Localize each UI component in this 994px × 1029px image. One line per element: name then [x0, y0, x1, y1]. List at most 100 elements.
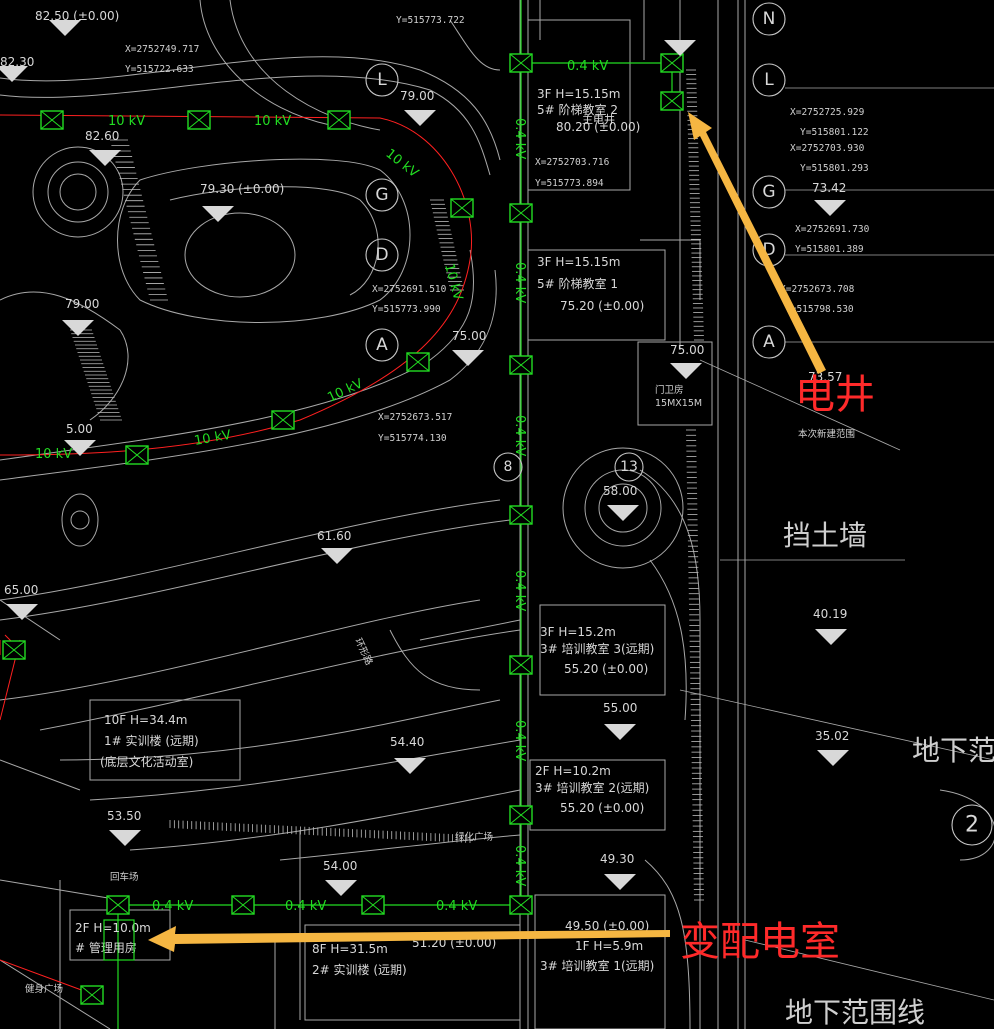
- elevation-marker-icon: [670, 363, 702, 379]
- svg-text:2F H=10.0m: 2F H=10.0m: [75, 921, 151, 935]
- cable-box: [361, 895, 385, 915]
- building-2: 8F H=31.5m 2# 实训楼 (远期) 51.20 (±0.00): [312, 936, 496, 977]
- grid-bubble-labels: N L G D A L G D A 13 8 2: [375, 9, 979, 838]
- coord-x: X=2752691.730: [795, 224, 870, 235]
- elevation-marker-icon: [394, 758, 426, 774]
- elevation-marker-icon: [62, 320, 94, 336]
- svg-text:55.20 (±0.00): 55.20 (±0.00): [560, 801, 644, 815]
- svg-text:2# 实训楼 (远期): 2# 实训楼 (远期): [312, 962, 407, 977]
- elevation-label: 79.00: [65, 297, 99, 311]
- cable-box: [80, 985, 104, 1005]
- cable-box: [509, 655, 533, 675]
- elevation-label: 40.19: [813, 607, 847, 621]
- lv-label: 0.4 kV: [512, 118, 527, 159]
- coord-y: Y=515801.389: [795, 244, 864, 255]
- building-3-3: 3F H=15.2m 3# 培训教室 3(远期) 55.20 (±0.00): [540, 625, 654, 676]
- building-labels: 3F H=15.15m 5# 阶梯教室 2 80.20 (±0.00) 3F H…: [75, 87, 654, 977]
- coord-y: Y=515773.894: [535, 178, 604, 189]
- building-admin: 2F H=10.0m # 管理用房: [75, 921, 151, 955]
- svg-text:2F H=10.2m: 2F H=10.2m: [535, 764, 611, 778]
- svg-text:8F H=31.5m: 8F H=31.5m: [312, 942, 388, 956]
- elevation-label: 55.00: [603, 701, 637, 715]
- elevation-marker-icon: [325, 880, 357, 896]
- elevation-marker-icon: [202, 206, 234, 222]
- main-shaft-label: 主电井: [582, 112, 615, 126]
- grid-bubbles: [365, 2, 993, 846]
- cable-box: [660, 91, 684, 111]
- building-1: 10F H=34.4m 1# 实训楼 (远期) (底层文化活动室): [100, 713, 199, 769]
- svg-text:3F H=15.15m: 3F H=15.15m: [537, 255, 620, 269]
- svg-text:5# 阶梯教室 1: 5# 阶梯教室 1: [537, 276, 618, 291]
- svg-text:3F H=15.2m: 3F H=15.2m: [540, 625, 616, 639]
- lv-label: 0.4 kV: [512, 262, 527, 303]
- elevation-label: 5.00: [66, 422, 93, 436]
- grid-bubble-label: A: [763, 332, 775, 352]
- elevation-label: 73.57: [808, 370, 842, 384]
- grid-bubble-label: D: [375, 245, 388, 265]
- grid-bubble-label: N: [763, 9, 776, 29]
- elevation-label: 35.02: [815, 729, 849, 743]
- elevation-label: 61.60: [317, 529, 351, 543]
- grid-bubble-label: 13: [620, 459, 638, 475]
- electric-shaft-annotation: 电井: [795, 372, 875, 418]
- shed-label: 回车场: [110, 871, 139, 883]
- grid-bubble-label: G: [762, 182, 775, 202]
- substation-box: [103, 919, 135, 961]
- coord-x: X=2752749.717: [125, 44, 199, 55]
- svg-text:(底层文化活动室): (底层文化活动室): [100, 754, 193, 769]
- cable-box: [327, 110, 351, 130]
- substation-annotation: 变配电室: [680, 919, 840, 965]
- elevation-marker-icon: [321, 548, 353, 564]
- grid-bubble-label: L: [377, 70, 387, 90]
- cable-box: [509, 355, 533, 375]
- elevation-label: 49.30: [600, 852, 634, 866]
- lv-label: 0.4 kV: [512, 570, 527, 611]
- cable-box: [231, 895, 255, 915]
- coord-y: Y=515773.990: [372, 304, 441, 315]
- elevation-marker-icon: [607, 505, 639, 521]
- elevation-marker-icon: [604, 874, 636, 890]
- coord-x: X=2752725.929: [790, 107, 865, 118]
- elevation-marker-icon: [109, 830, 141, 846]
- elevation-label: 65.00: [4, 583, 38, 597]
- lv-label: 0.4 kV: [512, 845, 527, 886]
- coord-x: X=2752703.930: [790, 143, 865, 154]
- underground-boundary-line-label: 地下范围线: [785, 996, 925, 1029]
- elevation-marker-icon: [664, 40, 696, 56]
- terrace-hatching: [70, 69, 704, 901]
- elevation-label: 73.42: [812, 181, 846, 195]
- hv-label: 10 kV: [193, 428, 232, 449]
- lv-label: 0.4 kV: [285, 899, 326, 914]
- elevation-label: 54.00: [323, 859, 357, 873]
- elevation-label: 53.50: [107, 809, 141, 823]
- cable-box: [271, 410, 295, 430]
- arrows: [148, 112, 826, 952]
- electric-shaft-arrow: [688, 112, 826, 374]
- hv-label: 10 kV: [108, 114, 145, 129]
- lv-cable: [117, 0, 680, 1029]
- retaining-wall-label: 挡土墙: [783, 519, 867, 552]
- coord-y: Y=515722.633: [125, 64, 194, 75]
- cable-box: [509, 505, 533, 525]
- elevation-marker-icon: [49, 20, 81, 36]
- svg-text:3F H=15.15m: 3F H=15.15m: [537, 87, 620, 101]
- building-5-1: 3F H=15.15m 5# 阶梯教室 1 75.20 (±0.00): [537, 255, 644, 313]
- svg-text:10F H=34.4m: 10F H=34.4m: [104, 713, 187, 727]
- svg-text:# 管理用房: # 管理用房: [75, 940, 137, 955]
- svg-text:1# 实训楼 (远期): 1# 实训楼 (远期): [104, 733, 199, 748]
- elevation-marker-icon: [64, 440, 96, 456]
- green-square-label: 绿化广场: [455, 831, 493, 843]
- elevation-label: 54.40: [390, 735, 424, 749]
- svg-text:80.20 (±0.00): 80.20 (±0.00): [556, 120, 640, 134]
- elevation-label: 82.50 (±0.00): [35, 9, 119, 23]
- svg-text:3# 培训教室 2(远期): 3# 培训教室 2(远期): [535, 780, 649, 795]
- building-3-2: 2F H=10.2m 3# 培训教室 2(远期) 55.20 (±0.00): [535, 764, 649, 815]
- elevation-marker-icon: [6, 604, 38, 620]
- grid-bubble-label: 2: [965, 813, 979, 838]
- coord-x: X=2752691.510: [372, 284, 447, 295]
- svg-text:75.20 (±0.00): 75.20 (±0.00): [560, 299, 644, 313]
- cable-box: [406, 352, 430, 372]
- elevation-label: 79.00: [400, 89, 434, 103]
